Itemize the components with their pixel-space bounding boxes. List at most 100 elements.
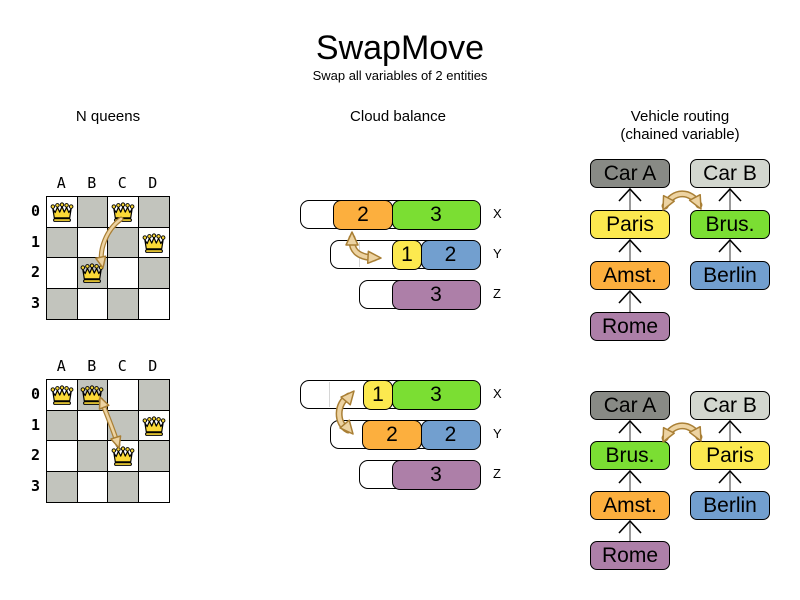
computer-label: Y (493, 246, 502, 261)
node-label: Car B (703, 393, 757, 417)
chain-node-paris: Paris (590, 210, 670, 239)
board-cell-D0 (138, 197, 169, 228)
queen-icon (141, 415, 167, 437)
nqueens-board-after (46, 379, 170, 503)
node-label: Brus. (605, 443, 655, 467)
row-label: 3 (30, 293, 40, 312)
process-block: 2 (362, 419, 422, 450)
section-label-nqueens: N queens (75, 108, 141, 125)
chain-node-car-b: Car B (690, 159, 770, 188)
node-label: Amst. (603, 263, 657, 287)
queen-icon (79, 384, 105, 406)
chain-node-paris: Paris (690, 441, 770, 470)
board-cell-B2 (77, 441, 108, 472)
board-cell-D3 (138, 288, 169, 319)
process-value: 3 (430, 202, 442, 226)
computer-label: X (493, 206, 502, 221)
board-cell-A2 (47, 258, 78, 289)
board-cell-A0 (47, 197, 78, 228)
board-cell-D2 (138, 258, 169, 289)
chain-node-brus: Brus. (590, 441, 670, 470)
process-block: 1 (392, 239, 422, 270)
chain-link-up-icon (715, 468, 745, 492)
node-label: Car A (603, 161, 657, 185)
board-cell-A0 (47, 380, 78, 411)
process-value: 1 (401, 242, 413, 266)
process-block: 2 (420, 419, 481, 450)
board-cell-D1 (138, 227, 169, 258)
col-label: B (87, 174, 97, 192)
row-label: 2 (30, 446, 40, 464)
computer-label: X (493, 386, 502, 401)
col-label: D (148, 174, 158, 192)
process-value: 3 (430, 462, 442, 486)
board-cell-C3 (108, 288, 139, 319)
computer-bar-x-after: 1 3 (300, 379, 481, 410)
queen-icon (79, 262, 105, 284)
section-label-vehicle-routing: Vehicle routing (630, 108, 730, 125)
board-cell-A3 (47, 471, 78, 502)
process-block: 2 (420, 239, 481, 270)
node-label: Berlin (703, 493, 757, 517)
chain-node-brus: Brus. (690, 210, 770, 239)
node-label: Rome (601, 543, 659, 567)
process-value: 2 (386, 422, 398, 446)
board-cell-B1 (77, 227, 108, 258)
board-cell-D2 (138, 441, 169, 472)
row-label: 2 (30, 263, 40, 281)
board-cell-C3 (108, 471, 139, 502)
page-title: SwapMove (315, 29, 485, 67)
process-block: 3 (391, 199, 481, 230)
chain-node-amst: Amst. (590, 261, 670, 290)
board-cell-D0 (138, 380, 169, 411)
chain-link-up-icon (615, 186, 645, 210)
board-cell-B2 (77, 258, 108, 289)
node-label: Paris (606, 212, 654, 236)
process-value: 3 (430, 282, 442, 306)
row-label: 0 (30, 202, 40, 220)
row-label: 3 (30, 476, 40, 495)
computer-bar-z-after: 3 (358, 459, 481, 490)
computer-bar-z-before: 3 (358, 279, 481, 310)
chain-node-berlin: Berlin (690, 491, 770, 520)
board-cell-A2 (47, 441, 78, 472)
row-label: 0 (30, 385, 40, 403)
process-block: 3 (391, 279, 481, 310)
node-label: Brus. (705, 212, 755, 236)
chain-node-rome: Rome (590, 541, 670, 570)
board-cell-A1 (47, 410, 78, 441)
process-block: 1 (363, 379, 393, 410)
queen-icon (49, 384, 75, 406)
board-cell-D1 (138, 410, 169, 441)
chain-link-up-icon (715, 237, 745, 261)
board-cell-B1 (77, 410, 108, 441)
page-subtitle: Swap all variables of 2 entities (312, 68, 488, 83)
board-cell-C1 (108, 227, 139, 258)
col-label: C (117, 174, 127, 192)
process-value: 2 (444, 422, 457, 446)
chain-node-berlin: Berlin (690, 261, 770, 290)
computer-label: Z (493, 466, 501, 481)
queen-icon (110, 201, 136, 223)
computer-bar-y-after: 2 2 (330, 419, 481, 450)
node-label: Car A (603, 393, 657, 417)
section-label-cloud-balance: Cloud balance (350, 108, 446, 125)
col-label: B (87, 357, 97, 375)
chain-link-up-icon (615, 418, 645, 442)
chain-link-up-icon (615, 518, 645, 542)
computer-label: Y (493, 426, 502, 441)
process-value: 3 (430, 382, 442, 406)
board-cell-B3 (77, 288, 108, 319)
node-label: Berlin (703, 263, 757, 287)
board-row-labels: 0 1 2 3 (16, 196, 40, 318)
col-label: D (148, 357, 158, 375)
row-label: 1 (30, 232, 40, 251)
process-block: 3 (391, 379, 481, 410)
chain-node-amst: Amst. (590, 491, 670, 520)
chain-link-up-icon (615, 237, 645, 261)
board-cell-A1 (47, 227, 78, 258)
process-value: 1 (372, 382, 384, 406)
